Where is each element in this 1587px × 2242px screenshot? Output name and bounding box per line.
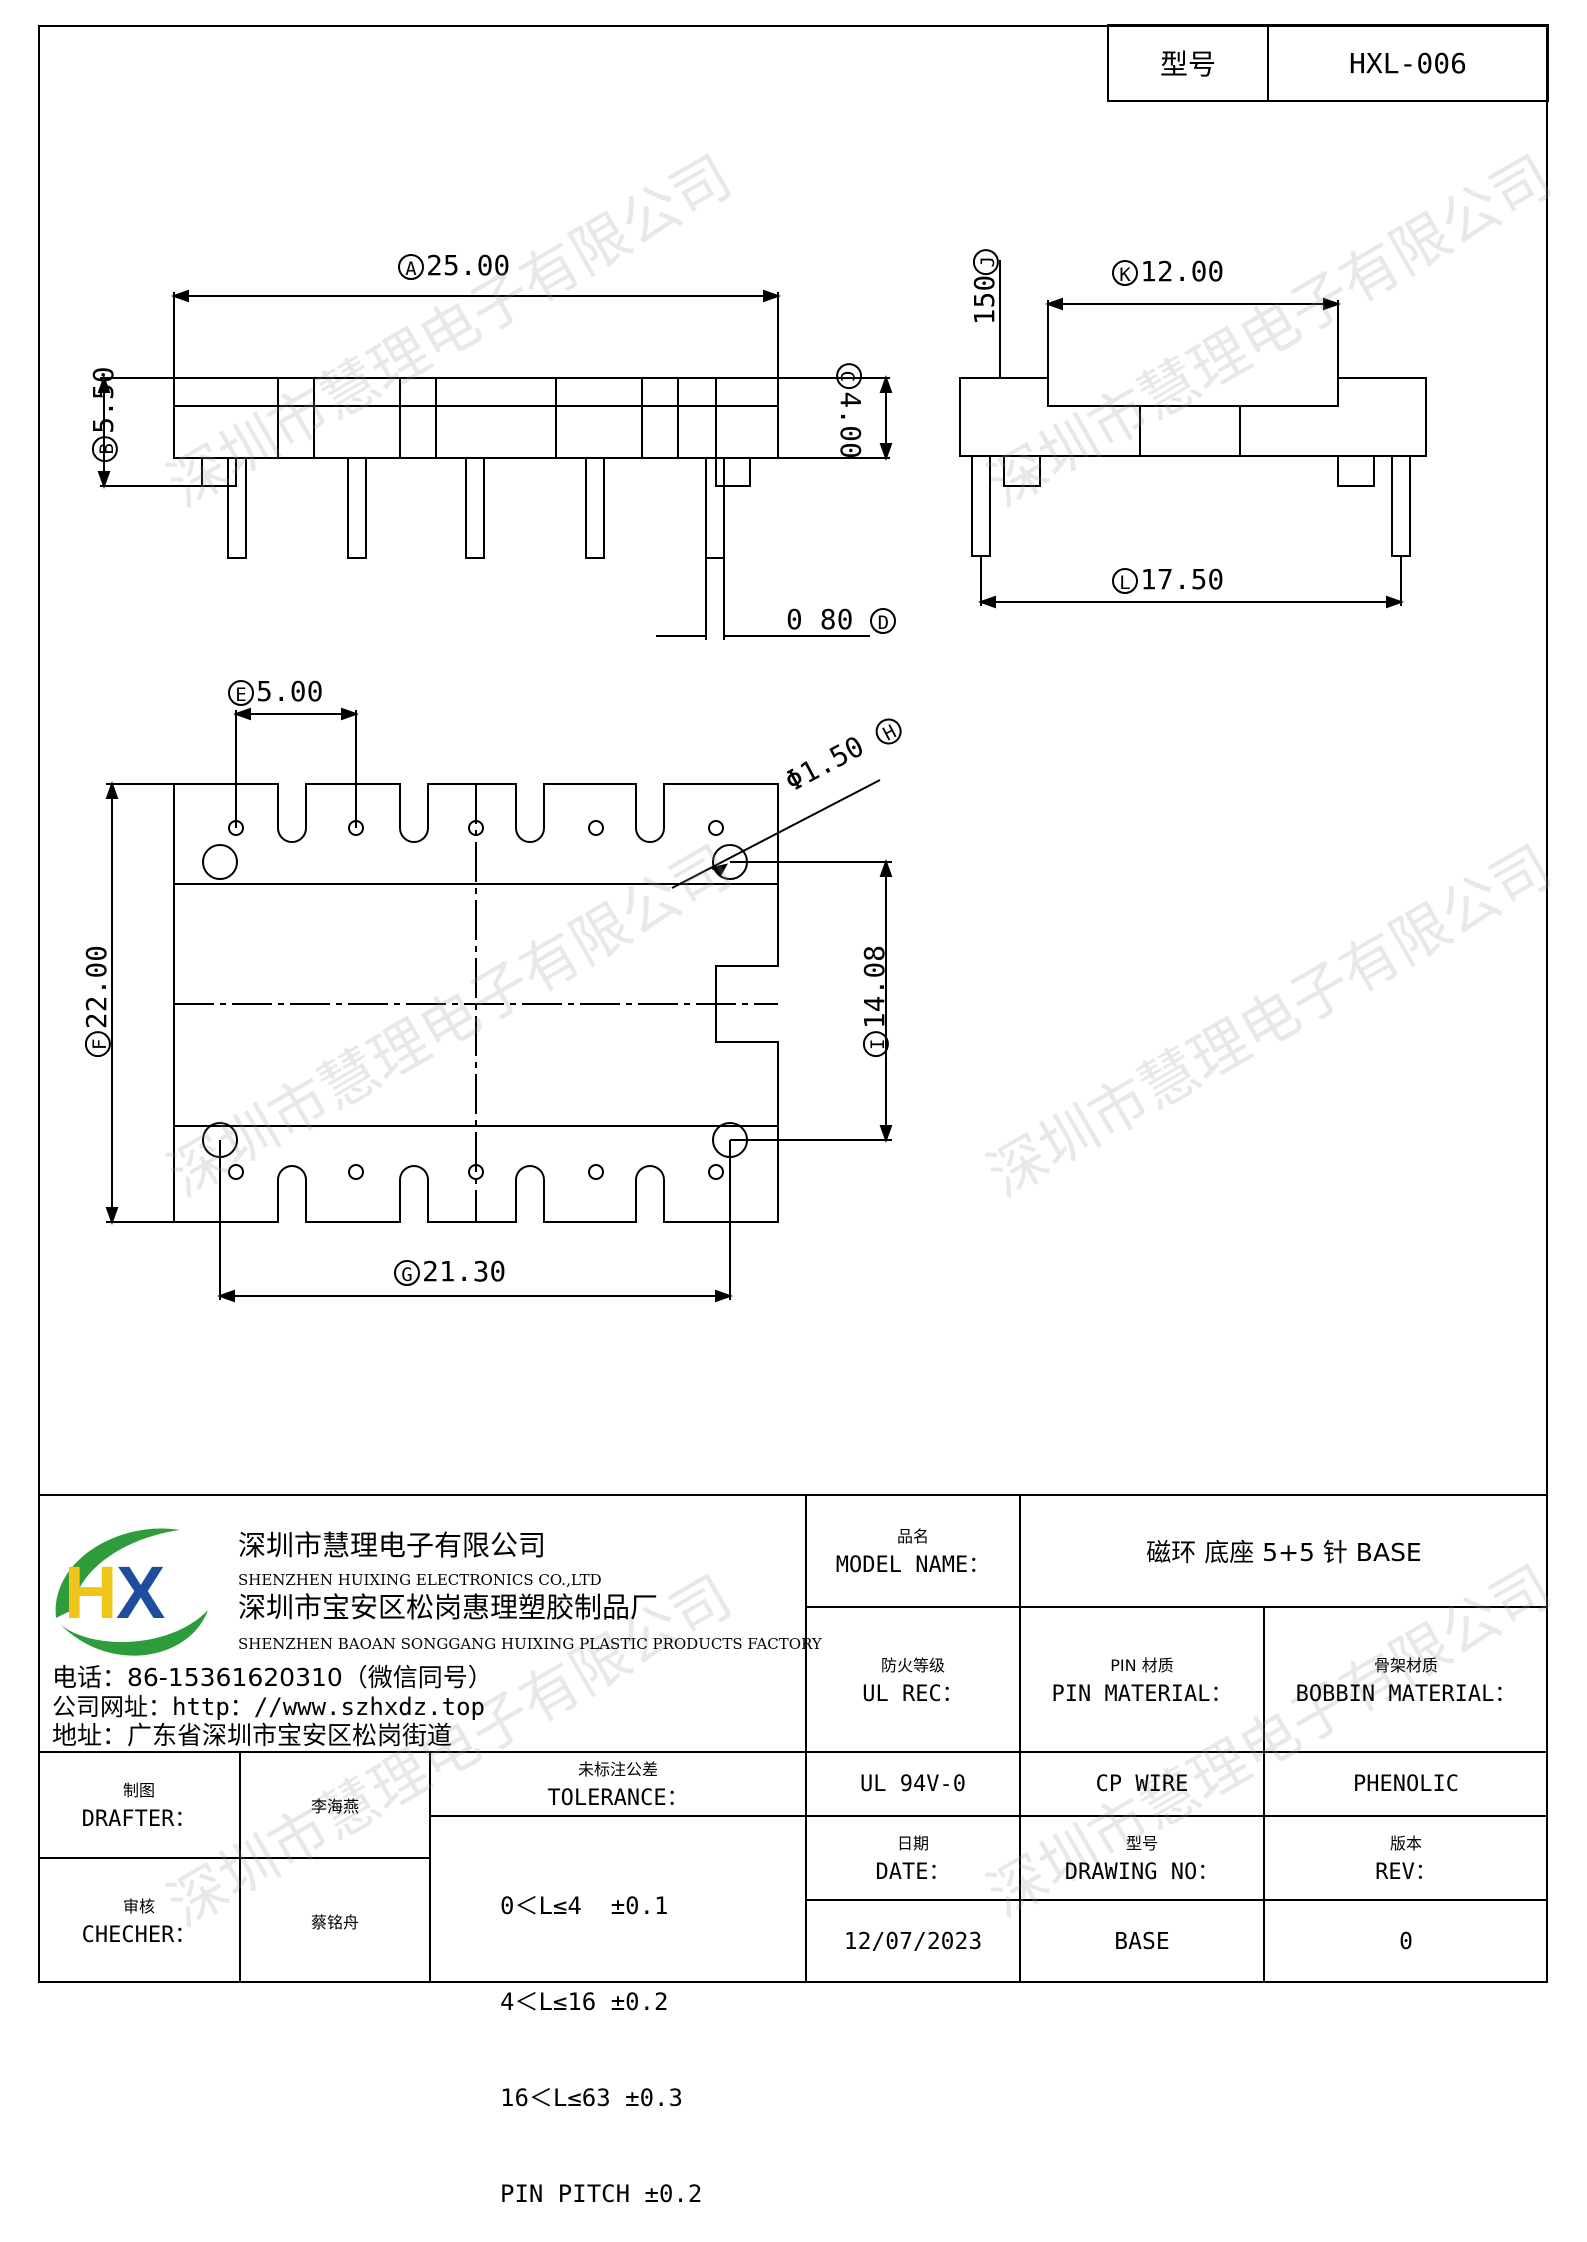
date-value: 12/07/2023 — [843, 1928, 983, 1955]
rev-value: 0 — [1399, 1928, 1413, 1955]
company-website: 公司网址：http：//www.szhxdz.top — [52, 1693, 485, 1721]
tolerance-table: 0＜L≤4 ±0.1 4＜L≤16 ±0.2 16＜L≤63 ±0.3 PIN … — [500, 1826, 702, 2242]
bobbin-material-value: PHENOLIC — [1353, 1771, 1459, 1797]
company-phone: 电话：86-15361620310（微信同号） — [52, 1663, 493, 1692]
company-logo: H X — [55, 1528, 208, 1656]
ul-rec-label: 防火等级 UL REC： — [862, 1655, 964, 1707]
checker-label: 审核 CHECHER： — [81, 1896, 197, 1948]
model-name-value: 磁环 底座 5+5 针 BASE — [1146, 1538, 1422, 1567]
dim-b-label: B5.50 — [87, 354, 120, 474]
header-model-value: HXL-006 — [1348, 46, 1467, 80]
drawing-frame — [38, 25, 1548, 1983]
side-view — [959, 260, 1427, 609]
tolerance-row: 4＜L≤16 ±0.2 — [500, 1988, 669, 2016]
company-name-cn: 深圳市慧理电子有限公司 — [238, 1529, 547, 1562]
technical-drawing: H X — [38, 24, 1549, 1983]
pin-material-label: PIN 材质 PIN MATERIAL： — [1051, 1655, 1233, 1707]
bobbin-material-label: 骨架材质 BOBBIN MATERIAL： — [1295, 1655, 1517, 1707]
dim-j-label: 150J — [968, 231, 1001, 341]
title-block-grid — [38, 1494, 1548, 1983]
drafter-label: 制图 DRAFTER： — [81, 1781, 197, 1832]
factory-name-en: SHENZHEN BAOAN SONGGANG HUIXING PLASTIC … — [238, 1635, 822, 1653]
drawing-no-value: BASE — [1114, 1928, 1170, 1955]
date-label: 日期 DATE： — [875, 1834, 951, 1885]
top-view — [105, 707, 893, 1303]
dim-i-label: I14.08 — [858, 926, 891, 1076]
ul-value: UL 94V-0 — [860, 1771, 966, 1797]
dim-f-label: F22.00 — [80, 926, 113, 1076]
drafter-name: 李海燕 — [310, 1797, 359, 1816]
company-address: 地址：广东省深圳市宝安区松岗街道 — [52, 1721, 453, 1750]
tolerance-row: 0＜L≤4 ±0.1 — [500, 1892, 669, 1920]
header-model-label: 型号 — [1159, 48, 1216, 81]
rev-label: 版本 REV： — [1375, 1834, 1437, 1885]
model-name-label: 品名 MODEL NAME： — [835, 1527, 991, 1578]
logo-letter-x: X — [116, 1551, 165, 1634]
dim-d-label: 0 80 D — [786, 603, 898, 636]
pin-material-value: CP WIRE — [1095, 1771, 1189, 1797]
tolerance-row: 16＜L≤63 ±0.3 — [500, 2084, 683, 2112]
company-name-en: SHENZHEN HUIXING ELECTRONICS CO.,LTD — [238, 1571, 602, 1589]
drawing-no-label: 型号 DRAWING NO： — [1064, 1834, 1220, 1885]
tolerance-label: 未标注公差 TOLERANCE： — [547, 1760, 689, 1811]
header-box — [1107, 24, 1549, 102]
dim-c-label: C4.00 — [834, 351, 867, 471]
checker-name: 蔡铭舟 — [310, 1912, 359, 1932]
front-view — [97, 289, 893, 640]
factory-name-cn: 深圳市宝安区松岗惠理塑胶制品厂 — [238, 1591, 659, 1624]
logo-letter-h: H — [64, 1551, 117, 1634]
tolerance-row: PIN PITCH ±0.2 — [500, 2180, 703, 2208]
